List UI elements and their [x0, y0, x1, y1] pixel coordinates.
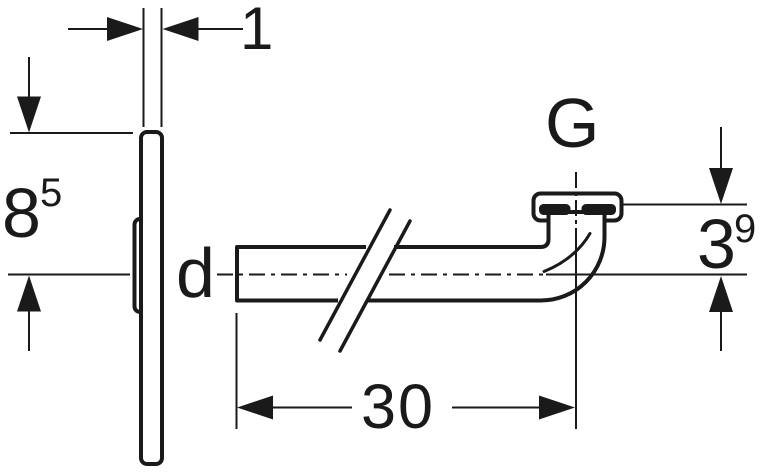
arrowhead-up-icon — [17, 275, 41, 312]
arrowhead-down-icon — [17, 96, 41, 133]
dimension-pipe-length: 30 — [235, 313, 575, 442]
dimension-plate-thickness: 1 — [68, 0, 273, 127]
thread-label: G — [545, 84, 599, 162]
pipe-body — [235, 210, 607, 303]
pipe-diameter-label: d — [176, 234, 215, 312]
inlet-height-value: 8 — [2, 174, 41, 252]
arrowhead-left-icon — [162, 17, 199, 41]
arrowhead-right-icon — [539, 395, 575, 420]
arrowhead-right-icon — [107, 17, 143, 41]
dimension-inlet-height: 8 5 — [2, 57, 133, 351]
wall-plate — [139, 130, 164, 466]
break-slash-2 — [338, 219, 412, 353]
union-nut-bar-left — [539, 204, 571, 215]
dimension-outlet-offset: 3 9 — [621, 127, 756, 351]
union-nut-bar-right — [581, 204, 616, 215]
break-gap-bottom — [338, 294, 366, 309]
arrowhead-up-icon — [709, 276, 733, 312]
arrowhead-left-icon — [237, 395, 273, 420]
plate-thickness-value: 1 — [240, 0, 273, 62]
outlet-offset-superscript: 9 — [734, 207, 756, 251]
arrowhead-down-icon — [709, 168, 733, 204]
elbow-inner-silhouette — [542, 232, 592, 273]
inlet-height-superscript: 5 — [40, 171, 62, 215]
break-slash-1 — [318, 208, 392, 342]
outlet-offset-value: 3 — [697, 205, 736, 283]
pipe-length-value: 30 — [361, 372, 435, 442]
